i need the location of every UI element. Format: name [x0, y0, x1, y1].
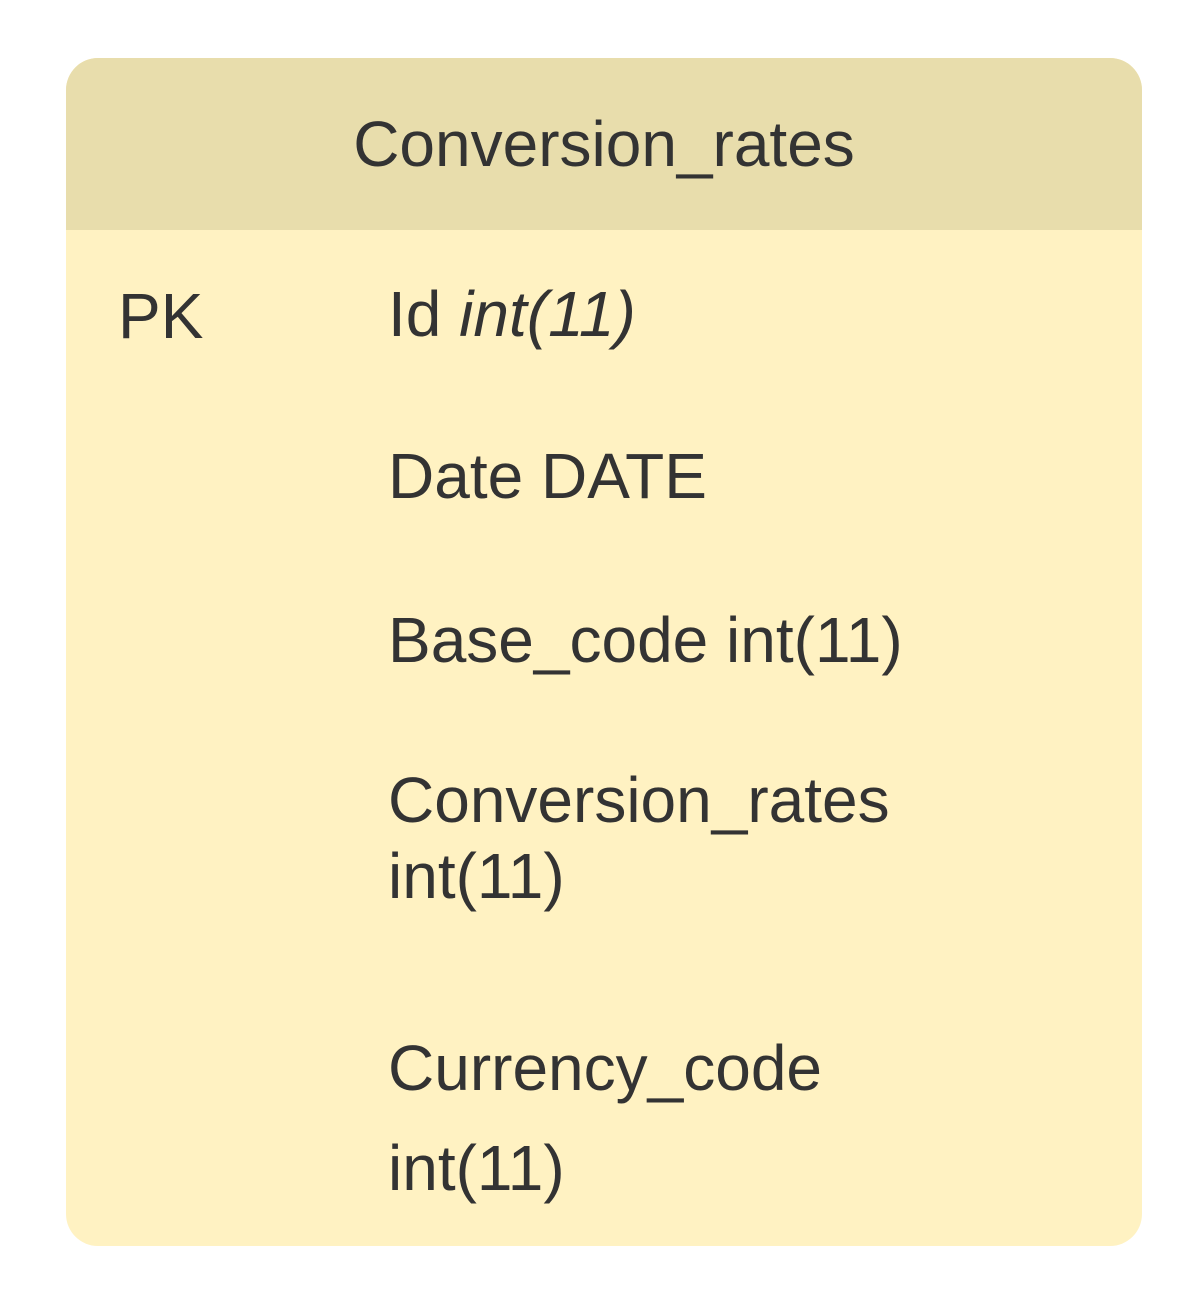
field-conversion-rates-name: Conversion_rates [388, 764, 890, 836]
entity-table: Conversion_rates PK Id int(11) Date DATE… [66, 58, 1142, 1246]
field-date: Date DATE [388, 440, 707, 512]
field-id: Id int(11) [388, 276, 636, 352]
entity-header: Conversion_rates [66, 58, 1142, 230]
field-currency-code: Currency_code int(11) [388, 1018, 822, 1218]
primary-key-label: PK [118, 280, 204, 352]
entity-title: Conversion_rates [353, 108, 855, 180]
field-id-type: int(11) [459, 278, 636, 350]
field-id-name: Id [388, 278, 442, 350]
field-base-code: Base_code int(11) [388, 604, 903, 676]
field-conversion-rates: Conversion_rates int(11) [388, 762, 890, 914]
field-currency-code-name: Currency_code [388, 1032, 822, 1104]
field-currency-code-type: int(11) [388, 1132, 565, 1204]
field-conversion-rates-type: int(11) [388, 840, 565, 912]
